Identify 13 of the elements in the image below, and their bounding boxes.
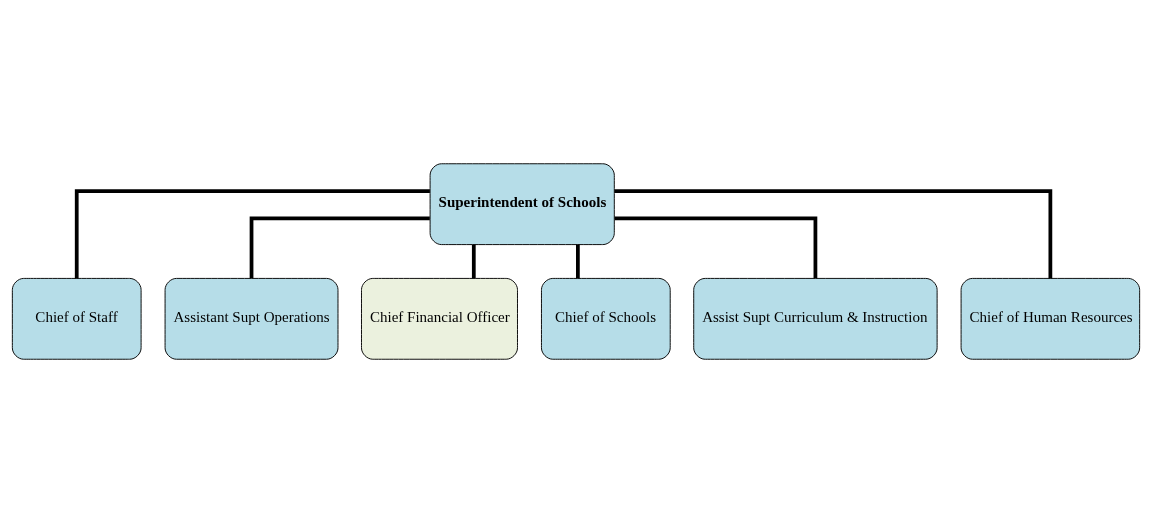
connector xyxy=(614,216,818,279)
connector xyxy=(74,189,430,279)
node-box: Superintendent of Schools xyxy=(429,163,615,246)
connector xyxy=(249,216,430,279)
node-box: Assistant Supt Operations xyxy=(164,277,339,360)
node-box: Chief of Human Resources xyxy=(960,277,1141,360)
connector xyxy=(614,189,1053,279)
node-box: Chief of Staff xyxy=(11,277,142,360)
node-box: Assist Supt Curriculum & Instruction xyxy=(693,277,938,360)
connector xyxy=(576,244,580,279)
node-box: Chief Financial Officer xyxy=(361,277,518,360)
node-box: Chief of Schools xyxy=(541,277,671,360)
connector xyxy=(471,244,476,279)
